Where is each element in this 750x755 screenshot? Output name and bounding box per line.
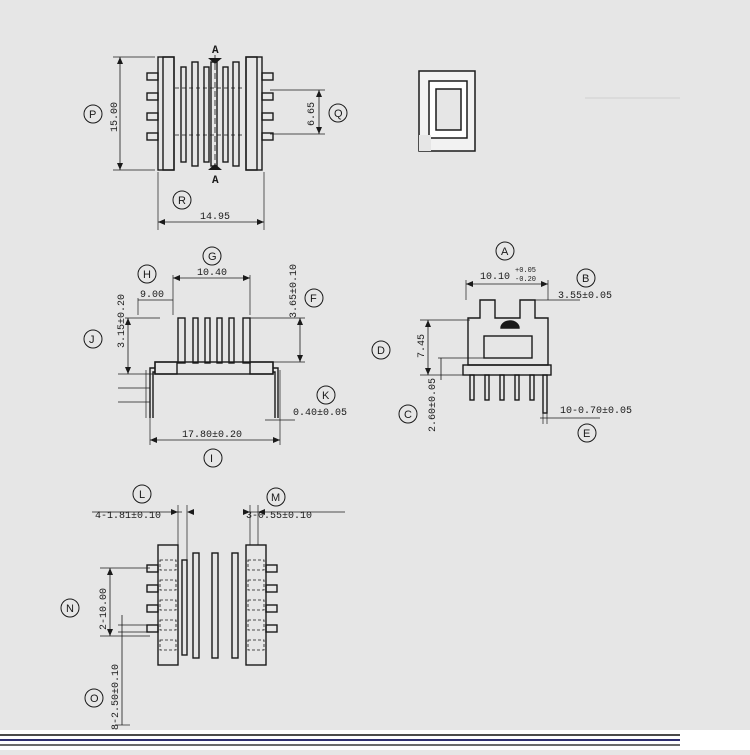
- front-view: [118, 275, 305, 445]
- bottom-stripe-decoration: [0, 730, 750, 750]
- callout-F: F: [304, 288, 324, 308]
- dim-value-N: 2-10.00: [99, 588, 110, 630]
- callout-H: H: [137, 264, 157, 284]
- dim-value-L: 4-1.81±0.10: [95, 511, 161, 522]
- bottom-view-arrowheads: [107, 509, 265, 636]
- callout-label-F: F: [310, 293, 317, 305]
- dim-value-H: 9.00: [140, 290, 164, 301]
- dim-value-K: 0.40±0.05: [293, 408, 347, 419]
- callout-A: A: [495, 241, 515, 261]
- callout-label-C: C: [404, 409, 412, 421]
- callout-label-M: M: [271, 492, 280, 504]
- dim-value-F: 3.65±0.10: [289, 264, 300, 318]
- callout-B: B: [576, 268, 596, 288]
- side-view-arrowheads: [425, 281, 548, 375]
- callout-Q: Q: [328, 103, 348, 123]
- callout-label-A: A: [501, 246, 509, 258]
- callout-E: E: [577, 423, 597, 443]
- callout-P: P: [83, 104, 103, 124]
- callout-label-G: G: [208, 251, 217, 263]
- dim-value-I: 17.80±0.20: [182, 430, 242, 441]
- dim-value-G: 10.40: [197, 268, 227, 279]
- callout-label-E: E: [583, 428, 590, 440]
- callout-D: D: [371, 340, 391, 360]
- callout-label-P: P: [89, 109, 96, 121]
- callout-label-K: K: [322, 390, 330, 402]
- top-view-arrowheads: [117, 57, 322, 225]
- callout-label-H: H: [143, 269, 151, 281]
- dim-value-E: 10-0.70±0.05: [560, 406, 632, 417]
- dim-value-B: 3.55±0.05: [558, 291, 612, 302]
- callout-C: C: [398, 404, 418, 424]
- section-mark-bottom: A: [212, 175, 219, 187]
- callout-label-R: R: [178, 195, 186, 207]
- dim-value-M: 3-0.55±0.10: [246, 511, 312, 522]
- callout-O: O: [84, 688, 104, 708]
- dim-value-A-tol-upper: +0.05: [515, 267, 536, 275]
- callout-R: R: [172, 190, 192, 210]
- dim-value-C: 2.60±0.05: [428, 378, 439, 432]
- callout-label-B: B: [582, 273, 589, 285]
- callout-I: I: [203, 448, 223, 468]
- section-mark-top: A: [212, 45, 219, 57]
- callout-label-N: N: [66, 603, 74, 615]
- callout-label-J: J: [89, 334, 95, 346]
- callout-N: N: [60, 598, 80, 618]
- callout-label-L: L: [139, 489, 145, 501]
- top-view: [113, 55, 325, 230]
- callout-label-I: I: [210, 453, 213, 465]
- dim-value-Q: 6.65: [307, 102, 318, 126]
- dim-value-R: 14.95: [200, 212, 230, 223]
- front-view-arrowheads: [125, 275, 303, 443]
- side-view: [420, 280, 600, 424]
- dim-value-A-tol-lower: -0.20: [515, 276, 536, 284]
- callout-label-O: O: [90, 693, 99, 705]
- callout-M: M: [266, 487, 286, 507]
- dim-value-D: 7.45: [417, 334, 428, 358]
- dim-value-P: 15.00: [110, 102, 121, 132]
- callout-G: G: [202, 246, 222, 266]
- callout-label-Q: Q: [334, 108, 343, 120]
- callout-L: L: [132, 484, 152, 504]
- callout-K: K: [316, 385, 336, 405]
- dim-value-J: 3.15±0.20: [117, 294, 128, 348]
- dim-value-O: 8-2.50±0.10: [111, 664, 122, 730]
- cross-section-view: [418, 70, 476, 152]
- callout-label-D: D: [377, 345, 385, 357]
- bottom-view: [92, 505, 345, 726]
- dim-value-A: 10.10: [480, 272, 510, 283]
- callout-J: J: [83, 329, 103, 349]
